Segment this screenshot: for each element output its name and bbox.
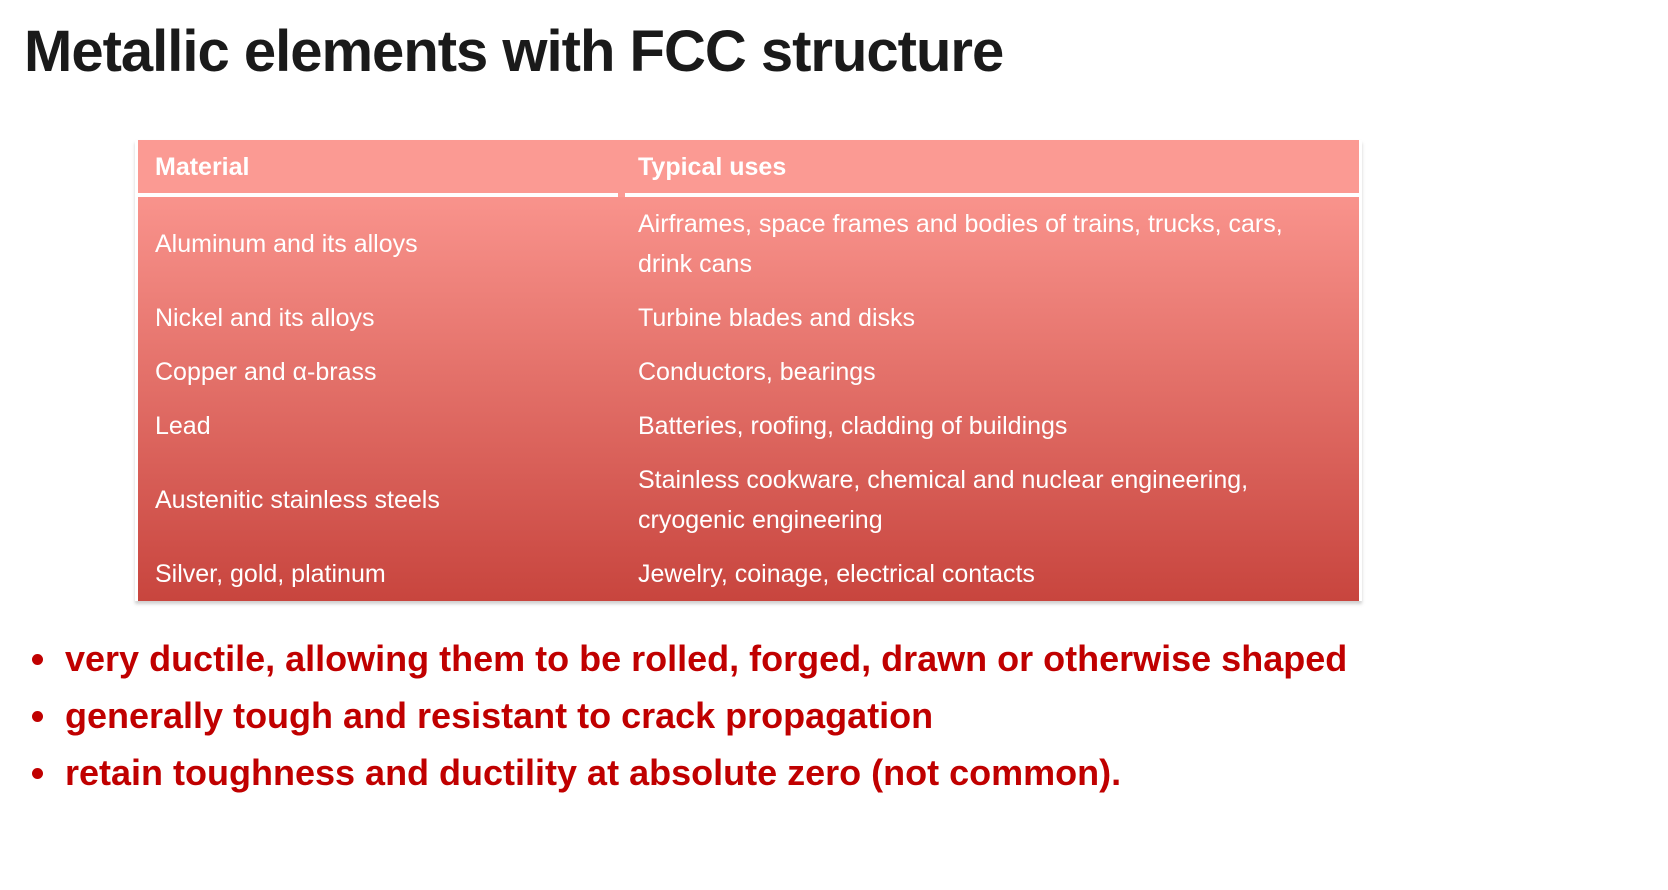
- bullet-dot-icon: [32, 768, 43, 779]
- bullet-item: very ductile, allowing them to be rolled…: [30, 636, 1630, 682]
- separator-gap: [618, 193, 625, 197]
- table-header-row: Material Typical uses: [138, 140, 1359, 193]
- material-cell: Lead: [155, 412, 211, 440]
- uses-cell: Stainless cookware, chemical and nuclear…: [638, 466, 1249, 534]
- table-row: Silver, gold, platinum Jewelry, coinage,…: [138, 547, 1359, 601]
- bullet-text: generally tough and resistant to crack p…: [65, 695, 934, 736]
- bullet-list: very ductile, allowing them to be rolled…: [30, 636, 1630, 807]
- bullet-text: retain toughness and ductility at absolu…: [65, 752, 1122, 793]
- uses-cell: Airframes, space frames and bodies of tr…: [638, 210, 1283, 278]
- bullet-dot-icon: [32, 654, 43, 665]
- uses-cell: Jewelry, coinage, electrical contacts: [638, 560, 1035, 588]
- material-cell: Nickel and its alloys: [155, 304, 375, 332]
- header-separator-line: [138, 193, 1359, 197]
- table-row: Nickel and its alloys Turbine blades and…: [138, 291, 1359, 345]
- table-body: Aluminum and its alloys Airframes, space…: [138, 197, 1359, 601]
- bullet-item: retain toughness and ductility at absolu…: [30, 750, 1630, 796]
- uses-cell: Conductors, bearings: [638, 358, 876, 386]
- material-cell: Austenitic stainless steels: [155, 486, 440, 514]
- separator-segment-right: [625, 193, 1359, 197]
- uses-cell: Turbine blades and disks: [638, 304, 916, 332]
- material-cell: Aluminum and its alloys: [155, 230, 418, 258]
- bullet-item: generally tough and resistant to crack p…: [30, 693, 1630, 739]
- bullet-text: very ductile, allowing them to be rolled…: [65, 638, 1348, 679]
- table-row: Copper and α-brass Conductors, bearings: [138, 345, 1359, 399]
- table-row: Austenitic stainless steels Stainless co…: [138, 453, 1359, 547]
- table-row: Lead Batteries, roofing, cladding of bui…: [138, 399, 1359, 453]
- materials-table: Material Typical uses Aluminum and its a…: [135, 140, 1362, 601]
- table-header-uses: Typical uses: [638, 152, 787, 181]
- material-cell: Copper and α-brass: [155, 358, 377, 386]
- bullet-dot-icon: [32, 711, 43, 722]
- table-header-material: Material: [155, 152, 250, 181]
- table-row: Aluminum and its alloys Airframes, space…: [138, 197, 1359, 291]
- material-cell: Silver, gold, platinum: [155, 560, 386, 588]
- separator-segment-left: [138, 193, 618, 197]
- uses-cell: Batteries, roofing, cladding of building…: [638, 412, 1068, 440]
- slide-title: Metallic elements with FCC structure: [24, 19, 1004, 84]
